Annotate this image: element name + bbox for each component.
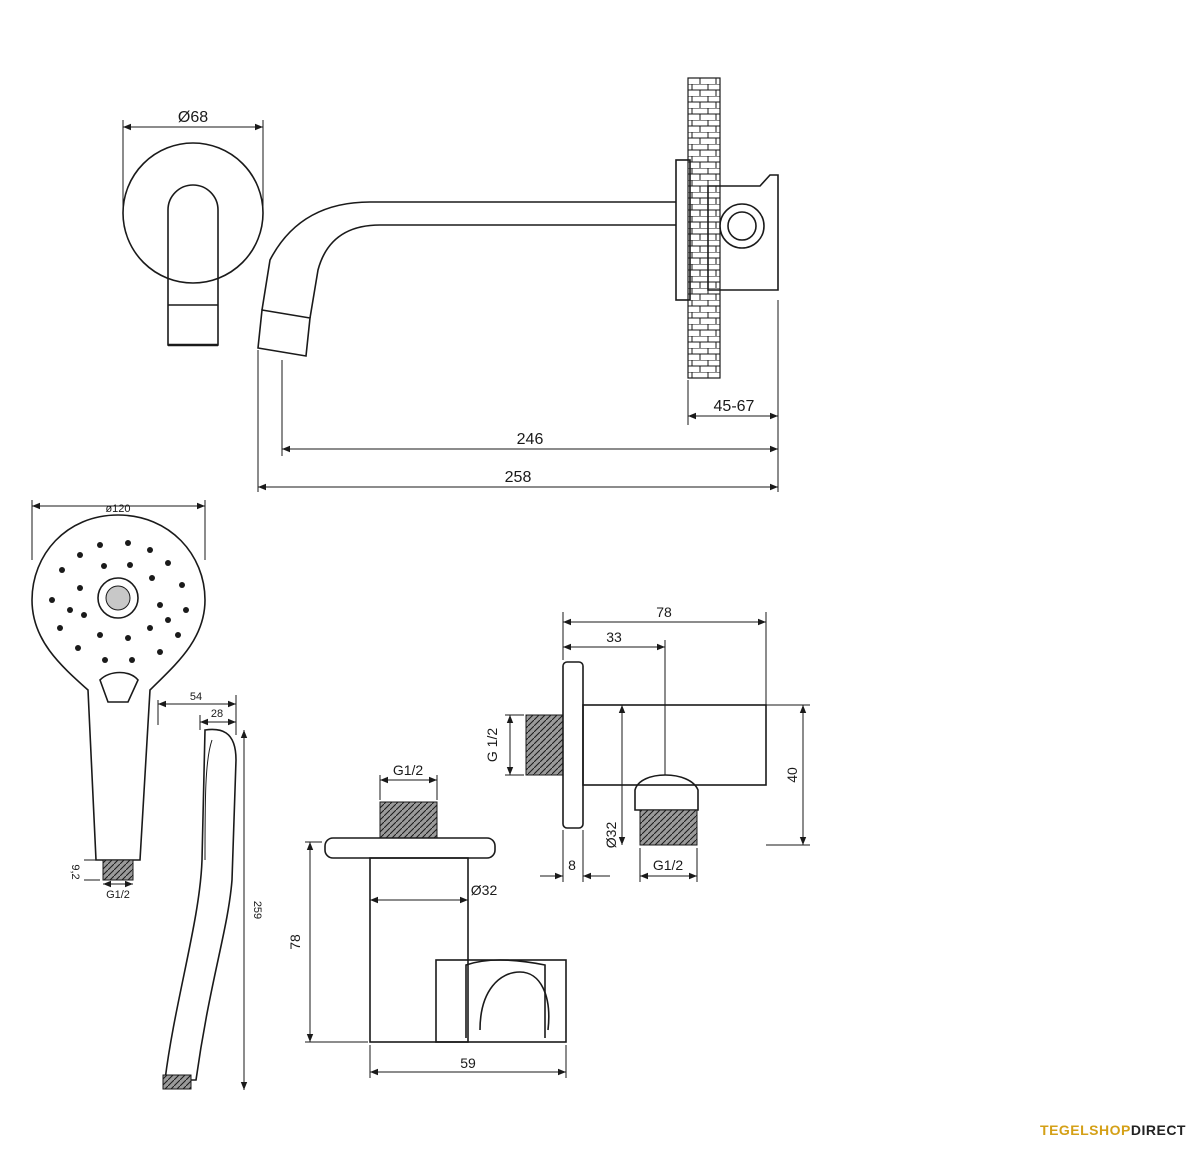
elbow-inlet-thread-label: G 1/2 xyxy=(484,728,500,762)
handshower-length-label: 259 xyxy=(251,901,263,919)
brand-part2: DIRECT xyxy=(1130,1122,1186,1138)
brand-part1: TEGELSHOP xyxy=(1040,1122,1131,1138)
elbow-tube-label: Ø32 xyxy=(603,822,619,849)
wall-depth-label: 45-67 xyxy=(714,398,755,415)
holder-thread-label: G1/2 xyxy=(393,762,424,778)
elbow-height-label: 40 xyxy=(784,767,800,783)
elbow-length-label: 78 xyxy=(656,604,672,620)
holder-depth-label: 59 xyxy=(460,1055,476,1071)
spout-side-view xyxy=(257,77,779,492)
spout-258-label: 258 xyxy=(505,469,532,486)
handshower-thread-height-label: 9,2 xyxy=(69,864,81,879)
handshower-neck-label: 28 xyxy=(211,708,223,720)
handshower-front-view xyxy=(31,500,206,888)
handshower-side-view xyxy=(157,695,248,1090)
handshower-diameter-label: ø120 xyxy=(105,503,130,515)
wall-elbow-view xyxy=(505,612,810,882)
handshower-thread-label: G1/2 xyxy=(106,889,130,901)
rosette-diameter-label: Ø68 xyxy=(178,109,208,126)
shower-holder-view xyxy=(305,775,567,1078)
holder-tube-label: Ø32 xyxy=(471,882,498,898)
spout-246-label: 246 xyxy=(517,431,544,448)
handshower-depth-label: 54 xyxy=(190,691,202,703)
spout-front-view xyxy=(122,120,264,347)
elbow-outlet-thread-label: G1/2 xyxy=(653,857,684,873)
brand-logo: TEGELSHOPDIRECT xyxy=(1040,1122,1186,1138)
elbow-flange-label: 8 xyxy=(568,857,576,873)
elbow-center-label: 33 xyxy=(606,629,622,645)
holder-height-label: 78 xyxy=(287,934,303,950)
